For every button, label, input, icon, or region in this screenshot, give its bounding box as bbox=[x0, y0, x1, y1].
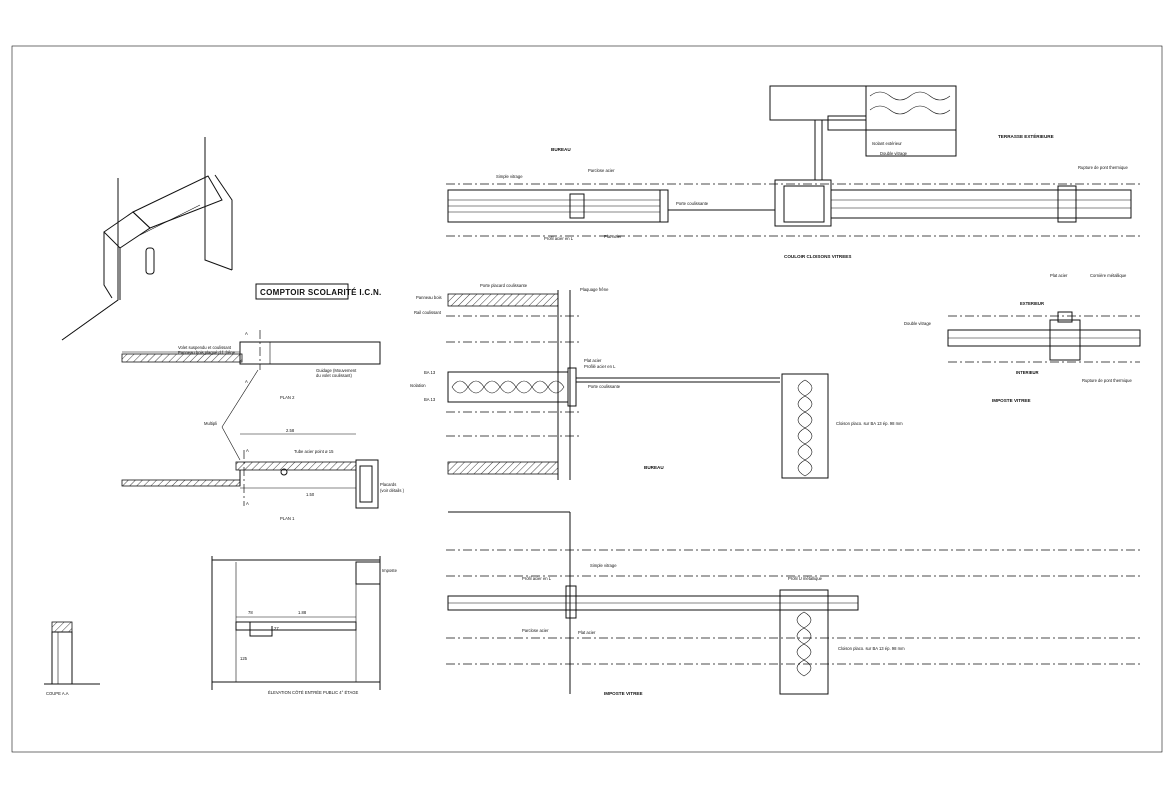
label-double-vitrage-top: Double vitrage bbox=[880, 151, 908, 156]
plan-2-drawing: A A Volet suspendu et coulissant Panneau… bbox=[121, 330, 381, 400]
section-mark-A2: A bbox=[245, 379, 248, 384]
label-interieur: INTERIEUR bbox=[1016, 370, 1039, 375]
label-cloison-bot: Cloison placo. sur BA 13 ép. 98 mm bbox=[838, 646, 905, 651]
label-double-vitrage-r: Double vitrage bbox=[904, 321, 932, 326]
label-imposte: Imposte bbox=[382, 568, 398, 573]
terrasse-title: TERRASSE EXTÉRIEURE bbox=[998, 132, 1054, 139]
label-placards: Placards bbox=[380, 482, 396, 487]
comptoir-title: COMPTOIR SCOLARITÉ I.C.N. bbox=[255, 283, 382, 300]
dim-125: 125 bbox=[240, 656, 248, 661]
label-rail-coulissant: Rail coulissant bbox=[414, 310, 442, 315]
section-mark-A3: A bbox=[246, 448, 249, 453]
imposte-right-title: IMPOSTE VITREE bbox=[992, 398, 1031, 403]
bureau-placard-detail: Porte placard coulissante Panneau bois P… bbox=[410, 283, 903, 480]
label-guidage-2: du volet coulissant) bbox=[316, 373, 352, 378]
imposte-bottom-title: IMPOSTE VITREE bbox=[604, 691, 643, 696]
label-tube: Tube acier point ø 15 bbox=[294, 449, 334, 454]
label-profil-L-bot: Profil acier en L bbox=[522, 576, 552, 581]
label-plat-acier-mid: Plat acier bbox=[584, 358, 602, 363]
label-corniere: Cornière métallique bbox=[1090, 273, 1127, 278]
dim-258: 2.58 bbox=[286, 428, 295, 433]
label-isolation: Isolation bbox=[410, 383, 426, 388]
couloir-detail: BUREAU Simple vitrage Parclose acier Por… bbox=[446, 147, 1140, 259]
label-volet: Volet suspendu et coulissant bbox=[178, 345, 232, 350]
label-panneau-bois-mid: Panneau bois bbox=[416, 295, 442, 300]
dim-78: 78 bbox=[248, 610, 253, 615]
label-profil-U: Profil U métallique bbox=[788, 576, 823, 581]
label-profile-L-mid: Profilé acier en L bbox=[584, 364, 616, 369]
label-guidage: Guidage (Mouvement bbox=[316, 368, 357, 373]
dim-150: 1.50 bbox=[306, 492, 315, 497]
imposte-right-detail: Plat acier Cornière métallique EXTERIEUR… bbox=[904, 273, 1141, 403]
label-plaquage-frene: Plaquage frêne bbox=[580, 287, 609, 292]
isometric-counter-sketch bbox=[61, 137, 233, 341]
label-ba13-a: BA 13 bbox=[424, 370, 436, 375]
label-porte-coulissante-top: Porte coulissante bbox=[676, 201, 709, 206]
plan-2-title: PLAN 2 bbox=[280, 395, 295, 400]
coupe-title: COUPE A.A bbox=[46, 691, 69, 696]
section-mark-A1: A bbox=[245, 331, 248, 336]
couloir-title: COULOIR CLOISONS VITREES bbox=[784, 254, 851, 259]
section-mark-A4: A bbox=[246, 501, 249, 506]
label-plat-acier-bot: Plat acier bbox=[578, 630, 596, 635]
sheet-border bbox=[11, 45, 1163, 753]
dim-27: 27 bbox=[274, 626, 279, 631]
label-simple-vitrage-top: Simple vitrage bbox=[496, 174, 523, 179]
label-plat-acier-r: Plat acier bbox=[1050, 273, 1068, 278]
bureau-mid-title: BUREAU bbox=[644, 465, 664, 470]
label-porte-coulissante-mid: Porte coulissante bbox=[588, 384, 621, 389]
bureau-top-title: BUREAU bbox=[551, 147, 571, 152]
exterior-wall-detail: Isolant extérieur TERRASSE EXTÉRIEURE bbox=[769, 85, 1054, 180]
label-rupture-top: Rupture de pont thermique bbox=[1078, 165, 1128, 170]
label-multipli: Multipli bbox=[204, 421, 217, 426]
label-rupture-r: Rupture de pont thermique bbox=[1082, 378, 1132, 383]
label-simple-vitrage-bot: Simple vitrage bbox=[590, 563, 617, 568]
label-placards-2: (voir détails ) bbox=[380, 488, 405, 493]
label-parclose-bot: Parclose acier bbox=[522, 628, 549, 633]
elevation-drawing: Imposte 78 1.88 27 125 ÉLEVATION CÔTÉ EN… bbox=[211, 556, 398, 695]
label-isolant-ext: Isolant extérieur bbox=[872, 141, 902, 146]
imposte-bottom-detail: Profil acier en L Simple vitrage Parclos… bbox=[446, 511, 1140, 696]
elevation-title: ÉLEVATION CÔTÉ ENTRÉE PUBLIC 4° ÉTAGE bbox=[268, 690, 359, 695]
label-ba13-b: BA 13 bbox=[424, 397, 436, 402]
label-plat-acier-top: Plat acier bbox=[604, 234, 622, 239]
plan-1-drawing: 2.58 Tube acier point ø 15 Placards (voi… bbox=[121, 428, 405, 521]
label-porte-placard: Porte placard coulissante bbox=[480, 283, 528, 288]
label-panneau-bois: Panneau bois plaqué d.f. frêne bbox=[178, 350, 236, 355]
label-cloison-mid: Cloison placo. sur BA 13 ép. 98 mm bbox=[836, 421, 903, 426]
comptoir-title-text: COMPTOIR SCOLARITÉ I.C.N. bbox=[260, 288, 382, 297]
dim-188: 1.88 bbox=[298, 610, 307, 615]
multipli-leader: Multipli bbox=[204, 369, 259, 461]
coupe-aa-drawing: COUPE A.A bbox=[44, 621, 100, 696]
label-exterieur: EXTERIEUR bbox=[1020, 301, 1044, 306]
label-parclose-top: Parclose acier bbox=[588, 168, 615, 173]
plan-1-title: PLAN 1 bbox=[280, 516, 295, 521]
label-profil-L-top: Profil acier en L bbox=[544, 236, 574, 241]
